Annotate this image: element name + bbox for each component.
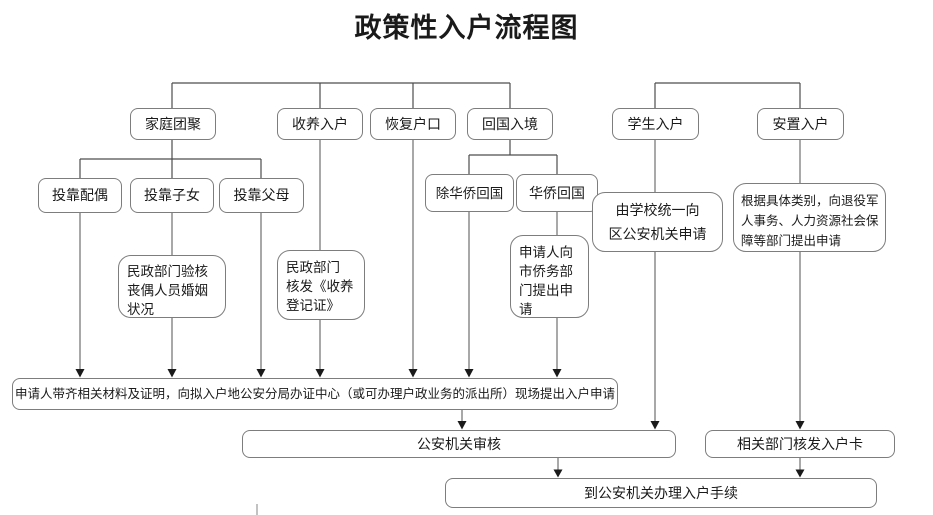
- node-restore-hukou: 恢复户口: [370, 108, 456, 140]
- node-placement-entry: 安置入户: [757, 108, 844, 140]
- node-civil-affairs-widow-check: 民政部门验核 丧偶人员婚姻 状况: [118, 255, 226, 318]
- node-dept-issue-card: 相关部门核发入户卡: [705, 430, 895, 458]
- node-school-apply: 由学校统一向 区公安机关申请: [592, 192, 723, 252]
- node-police-review: 公安机关审核: [242, 430, 676, 458]
- node-final-procedure: 到公安机关办理入户手续: [445, 478, 877, 508]
- bracket-lines: [79, 82, 801, 178]
- node-rely-parents: 投靠父母: [219, 178, 304, 213]
- node-overseas-return: 华侨回国: [516, 174, 598, 212]
- node-non-overseas-return: 除华侨回国: [425, 174, 514, 212]
- node-rely-spouse: 投靠配偶: [38, 178, 122, 213]
- arrowheads: [75, 369, 805, 478]
- node-return-entry: 回国入境: [467, 108, 553, 140]
- node-adoption-entry: 收养入户: [277, 108, 363, 140]
- node-civil-affairs-adoption-cert: 民政部门 核发《收养 登记证》: [277, 250, 365, 320]
- node-overseas-office-apply: 申请人向 市侨务部 门提出申 请: [510, 235, 589, 318]
- node-family-reunion: 家庭团聚: [130, 108, 216, 140]
- node-placement-dept-apply: 根据具体类别，向退役军 人事务、人力资源社会保 障等部门提出申请: [733, 183, 886, 252]
- flow-lines: [79, 140, 801, 470]
- page-title: 政策性入户流程图: [354, 13, 579, 44]
- node-student-entry: 学生入户: [612, 108, 699, 140]
- node-submit-application: 申请人带齐相关材料及证明，向拟入户地公安分局办证中心（或可办理户政业务的派出所）…: [12, 378, 618, 410]
- node-rely-children: 投靠子女: [130, 178, 214, 213]
